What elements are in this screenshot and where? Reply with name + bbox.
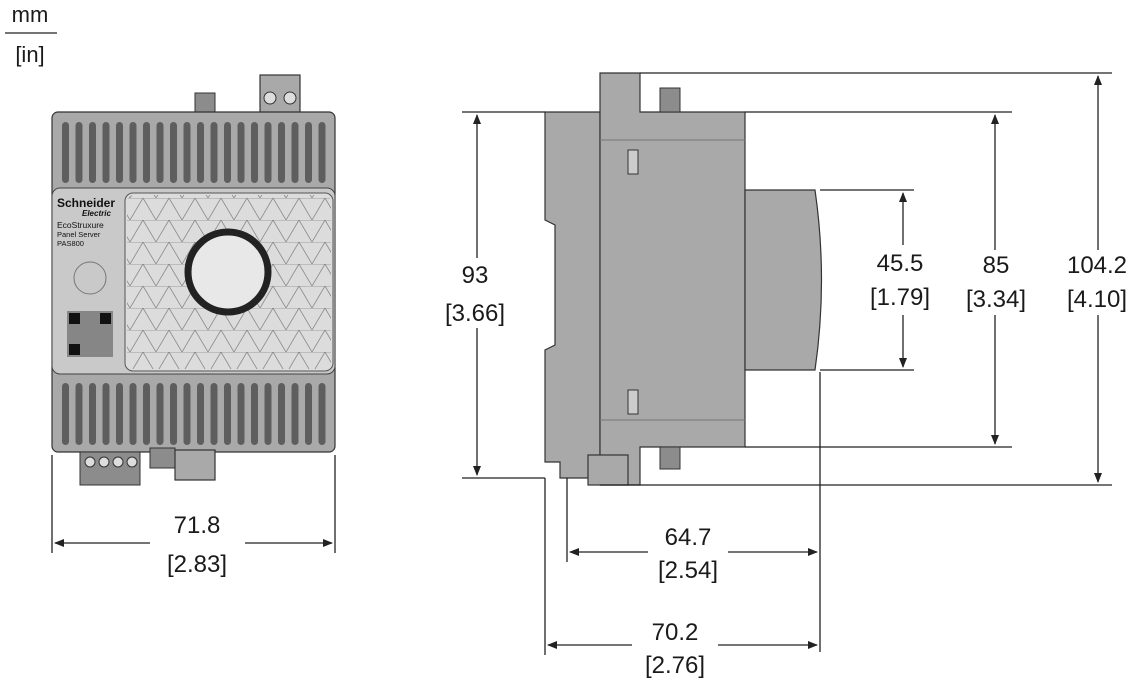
- svg-text:Electric: Electric: [82, 209, 111, 218]
- vent-slot: [156, 383, 164, 445]
- vent-slot: [318, 122, 326, 183]
- vent-slot: [251, 122, 258, 183]
- vent-slot: [278, 383, 285, 445]
- vent-slot: [143, 122, 150, 183]
- svg-text:Schneider: Schneider: [57, 196, 115, 210]
- din-clip: [174, 449, 216, 481]
- vent-slot: [143, 383, 150, 445]
- vent-slot: [210, 122, 218, 183]
- vent-slot: [318, 383, 326, 445]
- vent-slot: [224, 122, 231, 183]
- connector-bottom: [149, 447, 176, 469]
- vent-slot: [183, 122, 191, 183]
- vent-slot: [102, 383, 110, 445]
- vent-slot: [264, 383, 272, 445]
- vent-slot: [129, 122, 137, 183]
- vent-slot: [278, 122, 285, 183]
- vent-slot: [89, 122, 96, 183]
- body-height-in: [3.34]: [966, 286, 1026, 313]
- depth-in: [2.54]: [658, 557, 718, 584]
- vent-slot: [197, 122, 204, 183]
- led-indicator: [73, 261, 107, 295]
- vent-slot: [170, 122, 177, 183]
- vent-slot: [116, 122, 123, 183]
- total-depth-mm: 70.2: [652, 619, 699, 646]
- vent-slot: [224, 383, 231, 445]
- vent-slot: [305, 122, 312, 183]
- rail-height-in: [3.66]: [445, 300, 505, 327]
- front-view: Schneider Electric EcoStruxure Panel Ser…: [51, 74, 336, 578]
- vent-slot: [305, 383, 312, 445]
- cover-height-in: [1.79]: [870, 284, 930, 311]
- vent-slot: [291, 383, 299, 445]
- vent-slot: [237, 383, 245, 445]
- brand-label: Schneider Electric EcoStruxure Panel Ser…: [57, 196, 115, 248]
- device-body-side: [599, 72, 746, 486]
- vent-slot: [183, 383, 191, 445]
- total-height-in: [4.10]: [1067, 286, 1127, 313]
- vent-slot: [75, 122, 83, 183]
- front-cover-side: [744, 189, 823, 371]
- unit-legend: mm [in]: [5, 2, 57, 67]
- vent-slot: [170, 383, 177, 445]
- din-rail-mount: [544, 111, 601, 479]
- vent-slot: [237, 122, 245, 183]
- total-height-mm: 104.2: [1067, 252, 1127, 279]
- unit-mm: mm: [12, 2, 49, 27]
- vent-slot: [264, 122, 272, 183]
- depth-mm: 64.7: [665, 524, 712, 551]
- side-view: 93 [3.66] 45.5 [1.79] 85 [3.34] 104.2 [4…: [435, 72, 1136, 679]
- status-ring-button: [184, 228, 272, 316]
- antenna-connector-top: [194, 92, 216, 114]
- svg-text:Panel Server: Panel Server: [57, 230, 101, 239]
- vent-slot: [62, 383, 69, 445]
- vent-slot: [62, 122, 69, 183]
- vent-slot: [75, 383, 83, 445]
- body-height-mm: 85: [983, 252, 1010, 279]
- vent-slot: [197, 383, 204, 445]
- svg-text:PAS800: PAS800: [57, 239, 84, 248]
- vents-bottom: [62, 383, 326, 445]
- width-mm: 71.8: [174, 512, 221, 539]
- vent-slot: [251, 383, 258, 445]
- vent-slot: [116, 383, 123, 445]
- cover-height-mm: 45.5: [877, 250, 924, 277]
- rail-height-mm: 93: [462, 262, 489, 289]
- vent-slot: [89, 383, 96, 445]
- vent-slot: [210, 383, 218, 445]
- width-in: [2.83]: [167, 551, 227, 578]
- vent-slot: [156, 122, 164, 183]
- vent-slot: [129, 383, 137, 445]
- vent-slot: [291, 122, 299, 183]
- svg-text:EcoStruxure: EcoStruxure: [57, 220, 104, 230]
- vents-top: [62, 122, 326, 183]
- qr-code: [67, 311, 113, 357]
- vent-slot: [102, 122, 110, 183]
- total-depth-in: [2.76]: [645, 652, 705, 679]
- unit-in: [in]: [15, 42, 44, 67]
